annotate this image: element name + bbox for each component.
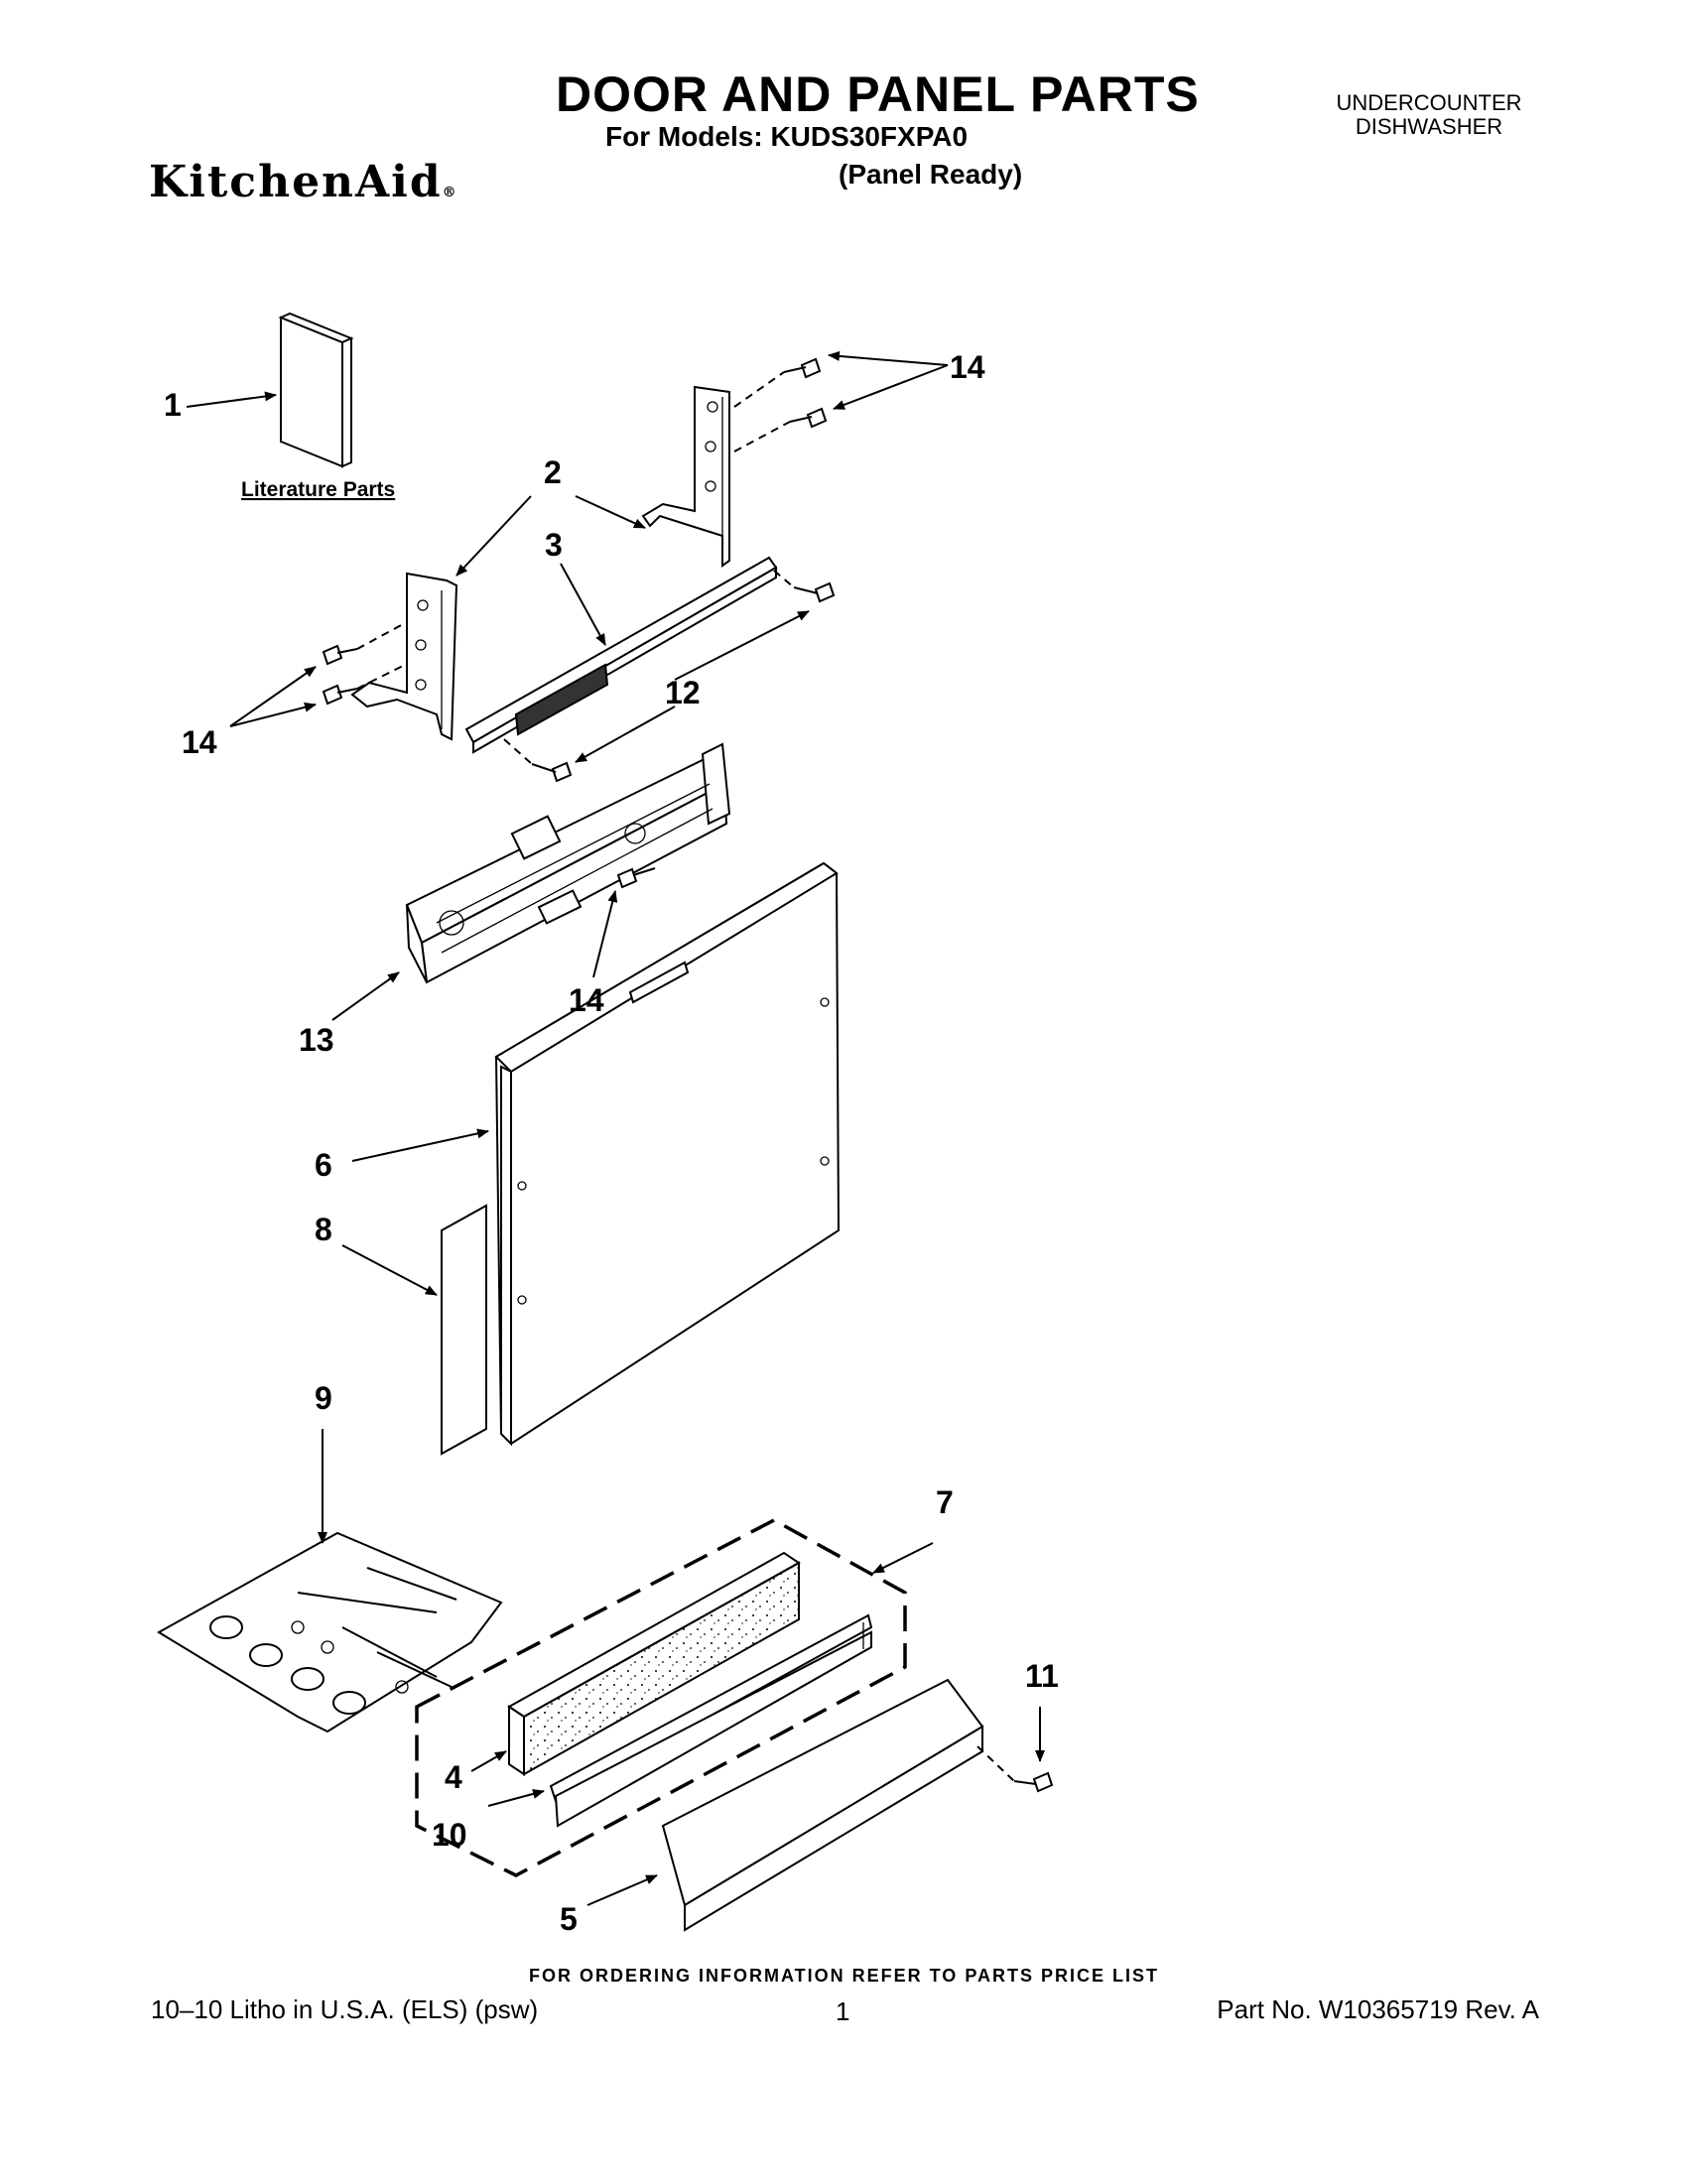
screw-12-right — [793, 581, 836, 603]
hinge-bracket-left — [350, 572, 458, 741]
mounting-channel — [549, 1613, 873, 1828]
callout-7: 7 — [936, 1484, 954, 1520]
screw-14-left-b — [322, 684, 358, 706]
screw-11 — [1013, 1771, 1054, 1793]
foam-strip — [507, 1551, 801, 1776]
callout-2: 2 — [544, 454, 562, 490]
callout-13: 13 — [299, 1022, 334, 1058]
part-number: Part No. W10365719 Rev. A — [1217, 1994, 1539, 2024]
toe-kick-kit-outline — [415, 1518, 907, 1877]
screw-14-mid — [616, 867, 656, 889]
brand-name: KitchenAid — [149, 157, 443, 207]
callout-11: 11 — [1025, 1658, 1059, 1694]
callout-5: 5 — [560, 1901, 578, 1937]
leader-12-right — [674, 610, 810, 681]
product-type-line-2: DISHWASHER — [1355, 114, 1503, 139]
literature-booklet — [278, 312, 354, 468]
callout-14-top: 14 — [950, 349, 985, 385]
alignment-line-c — [356, 622, 406, 650]
brand-logo: KitchenAid® — [149, 157, 458, 207]
callout-12: 12 — [665, 675, 701, 710]
alignment-line-b — [733, 421, 791, 452]
callout-8: 8 — [315, 1212, 332, 1247]
literature-parts-label: Literature Parts — [241, 478, 395, 501]
alignment-line-d — [356, 664, 406, 690]
leader-4 — [470, 1750, 507, 1772]
outer-door-panel — [494, 861, 841, 1447]
alignment-line-a — [733, 371, 785, 408]
callout-10: 10 — [432, 1817, 467, 1853]
alignment-line-g — [976, 1745, 1015, 1782]
screw-12-lower — [531, 761, 573, 783]
callout-9: 9 — [315, 1380, 332, 1416]
leader-7 — [872, 1542, 934, 1574]
leader-14-left-b — [229, 702, 317, 727]
leader-3 — [560, 563, 606, 646]
alignment-line-f — [503, 738, 533, 765]
product-type: UNDERCOUNTER DISHWASHER — [1300, 91, 1558, 139]
callout-6: 6 — [315, 1147, 332, 1183]
callout-3: 3 — [545, 527, 563, 563]
ordering-note: FOR ORDERING INFORMATION REFER TO PARTS … — [528, 1966, 1159, 1986]
insulation-sheet — [441, 1204, 487, 1456]
leader-5 — [586, 1874, 658, 1906]
leader-14-left-a — [229, 666, 317, 727]
callout-14-left: 14 — [182, 724, 217, 760]
leader-12-lower — [575, 706, 676, 763]
leader-1 — [186, 391, 277, 408]
hinge-bracket-right — [641, 385, 730, 568]
leader-2-right — [575, 495, 646, 529]
callout-14-mid: 14 — [569, 982, 604, 1018]
registered-mark: ® — [442, 185, 458, 200]
litho-line: 10–10 Litho in U.S.A. (ELS) (psw) — [151, 1994, 539, 2024]
panel-ready-note: (Panel Ready) — [839, 159, 1023, 190]
leader-14-top-b — [833, 364, 949, 410]
page-title: DOOR AND PANEL PARTS — [556, 66, 1200, 122]
screw-14-top-a — [783, 357, 822, 379]
leader-14-top-a — [828, 350, 949, 366]
leader-6 — [351, 1128, 489, 1162]
alignment-line-e — [773, 570, 795, 588]
leader-14-mid — [592, 890, 618, 978]
screw-14-top-b — [789, 407, 828, 429]
screw-14-left-a — [322, 644, 358, 666]
panel-support-strip — [464, 556, 778, 754]
leader-8 — [341, 1244, 438, 1296]
leader-13 — [331, 971, 400, 1021]
leader-10 — [487, 1789, 545, 1807]
control-housing-assembly — [405, 742, 731, 984]
callout-1: 1 — [164, 387, 182, 423]
product-type-line-1: UNDERCOUNTER — [1336, 90, 1522, 115]
leader-2-left — [455, 495, 532, 577]
page-number: 1 — [836, 1996, 850, 2026]
hardware-bag — [157, 1531, 503, 1734]
callout-4: 4 — [445, 1759, 462, 1795]
models-line: For Models: KUDS30FXPA0 — [605, 121, 969, 152]
